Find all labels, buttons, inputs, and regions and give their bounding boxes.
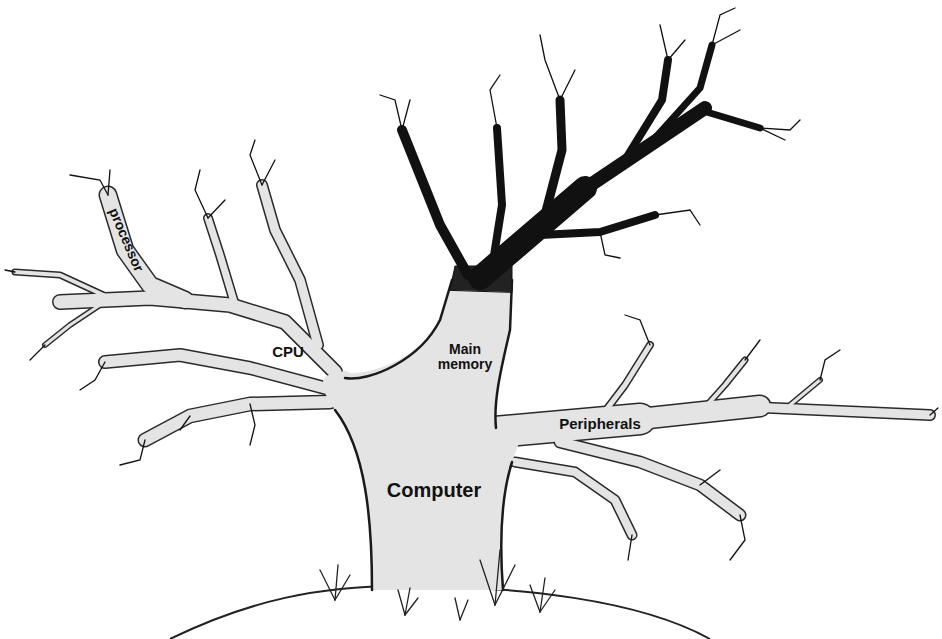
branch <box>145 402 330 440</box>
trunk-outline <box>335 280 512 590</box>
grass <box>320 550 555 620</box>
trunk-outline <box>501 462 512 590</box>
branch <box>515 462 632 535</box>
ground-line <box>170 586 710 639</box>
grass <box>540 590 555 612</box>
twig <box>180 416 190 430</box>
memory-branch <box>492 128 502 268</box>
twig <box>250 404 255 445</box>
branch <box>700 360 745 413</box>
memory-branch <box>402 130 468 275</box>
twig <box>30 345 45 360</box>
twig <box>625 315 650 345</box>
twig <box>80 362 105 390</box>
twig <box>250 140 262 185</box>
grass <box>405 598 418 615</box>
branch-outline <box>790 380 820 405</box>
branch-outline <box>145 402 330 440</box>
twig <box>820 350 840 380</box>
grass <box>320 570 335 600</box>
branch <box>262 185 318 345</box>
twig <box>70 175 108 195</box>
branch <box>330 378 345 395</box>
branch-outline <box>515 462 632 535</box>
branch <box>208 218 235 305</box>
branch <box>60 298 335 372</box>
branch <box>15 185 930 535</box>
grass <box>495 565 515 605</box>
twig <box>760 120 800 130</box>
branch <box>750 407 930 415</box>
twig <box>5 8 938 560</box>
part-label: Computer <box>387 479 481 501</box>
twig <box>655 210 700 225</box>
memory-branch <box>655 45 712 138</box>
twig <box>5 270 15 272</box>
branch-outline <box>630 406 760 420</box>
branch-outline <box>208 218 235 305</box>
trunk-outline <box>335 410 372 590</box>
branch <box>600 345 650 418</box>
branch <box>630 406 760 420</box>
twig <box>540 35 560 100</box>
twig <box>402 100 410 130</box>
grass <box>398 590 405 615</box>
part-label: Peripherals <box>559 416 641 433</box>
twig <box>120 440 145 465</box>
twig <box>730 515 745 560</box>
twig <box>262 160 275 185</box>
part-label: processor <box>106 206 147 274</box>
twig <box>660 25 668 60</box>
ground-line <box>170 586 710 639</box>
part-label: Main memory <box>431 342 499 373</box>
branch <box>15 272 110 298</box>
memory-branch <box>625 60 668 160</box>
twig <box>195 170 208 218</box>
trunk-outline <box>495 280 512 428</box>
grass <box>455 598 460 620</box>
branch-outline <box>750 407 930 415</box>
twig <box>628 535 632 560</box>
memory-branch <box>402 45 760 292</box>
grass <box>530 585 540 612</box>
twig <box>108 170 110 195</box>
grass <box>335 575 350 600</box>
memory-branch <box>580 108 705 192</box>
twig <box>700 470 720 485</box>
branch-outline <box>105 355 325 388</box>
branch <box>790 380 820 405</box>
part-label: CPU <box>272 344 304 361</box>
twig <box>490 75 500 128</box>
memory-branch <box>540 215 655 235</box>
memory-branch <box>545 100 562 215</box>
trunk-outline <box>345 280 452 378</box>
twig <box>600 232 620 258</box>
twig <box>208 200 225 218</box>
branch-outline <box>15 185 930 535</box>
grass <box>460 600 468 620</box>
branch <box>45 305 100 345</box>
grass <box>480 560 495 605</box>
twig <box>930 408 938 415</box>
twig <box>760 128 785 140</box>
twig <box>712 30 740 45</box>
twig <box>560 70 575 100</box>
branch-outline <box>45 305 100 345</box>
twig <box>668 40 685 60</box>
twig <box>380 95 402 130</box>
branch <box>105 355 325 388</box>
twig <box>745 340 760 360</box>
memory-branch <box>700 110 760 128</box>
